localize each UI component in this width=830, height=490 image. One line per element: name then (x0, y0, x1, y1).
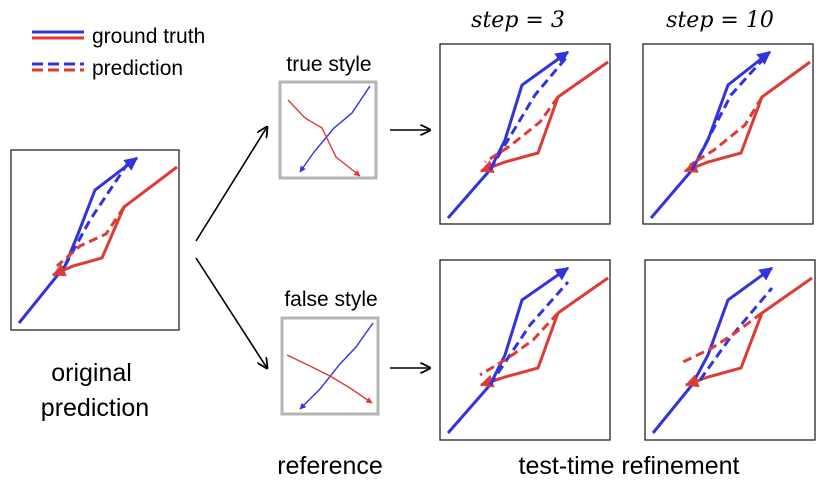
test-time-refinement-label: test-time refinement (519, 452, 740, 480)
pred-red-trajectory (56, 206, 126, 268)
legend-prediction-label: prediction (92, 57, 183, 80)
refinement-true-step3-panel (439, 43, 611, 225)
gt-red-trajectory (51, 165, 178, 277)
step-10-header: step = 10 (666, 8, 774, 33)
legend: ground truth prediction (32, 25, 205, 80)
true-style-label: true style (286, 53, 371, 76)
step-3-header: step = 3 (471, 8, 565, 33)
original-label-line2: prediction (41, 394, 149, 422)
original-label-line1: original (51, 359, 132, 387)
branch-arrow-down (195, 257, 267, 368)
refinement-true-step10-panel (642, 43, 814, 225)
legend-prediction-swatch (32, 62, 84, 72)
false-style-label: false style (284, 288, 377, 311)
reference-label: reference (277, 452, 383, 480)
refinement-false-step10-panel (644, 259, 816, 441)
legend-ground-truth-label: ground truth (92, 25, 205, 48)
refinement-false-step3-panel (439, 259, 611, 441)
original-prediction-label: original prediction (41, 359, 149, 422)
legend-ground-truth-swatch (32, 30, 84, 40)
gt-blue-trajectory (17, 156, 139, 324)
original-prediction-panel (10, 149, 180, 331)
true-style-reference-panel (278, 80, 378, 180)
pred-blue-trajectory (63, 162, 130, 267)
branch-arrow-up (195, 127, 267, 242)
false-style-reference-panel (280, 316, 380, 416)
